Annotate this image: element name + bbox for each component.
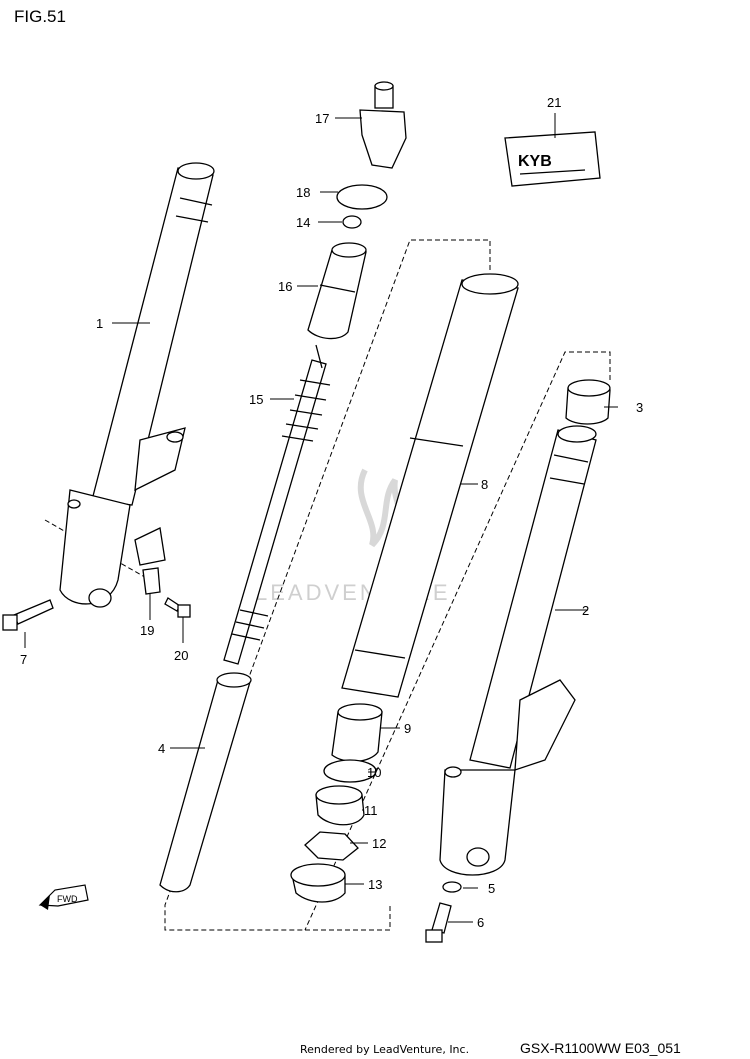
callout-20: 20 xyxy=(174,648,188,663)
footer-credit: Rendered by LeadVenture, Inc. xyxy=(300,1043,469,1056)
part-15-damper-rod[interactable] xyxy=(223,344,331,665)
part-20-bolt[interactable] xyxy=(164,597,191,618)
part-6-bolt[interactable] xyxy=(425,902,452,943)
part-9-slide-bushing[interactable] xyxy=(331,703,383,763)
callouts: 1 2 3 4 5 6 7 8 9 10 11 12 13 14 15 16 1… xyxy=(20,95,643,930)
callout-11: 11 xyxy=(364,803,378,818)
part-21-kyb-emblem[interactable]: KYB xyxy=(504,131,601,187)
callout-5: 5 xyxy=(488,881,495,896)
part-5-gasket[interactable] xyxy=(442,881,462,893)
part-17-cap-bolt[interactable] xyxy=(359,81,407,169)
part-13-dust-seal[interactable] xyxy=(290,863,346,903)
callout-4: 4 xyxy=(158,741,165,756)
callout-3: 3 xyxy=(636,400,643,415)
callout-19: 19 xyxy=(140,623,154,638)
callout-15: 15 xyxy=(249,392,263,407)
figure-label: FIG.51 xyxy=(14,7,66,26)
callout-17: 17 xyxy=(315,111,329,126)
part-8-inner-tube[interactable] xyxy=(341,273,519,698)
part-18-o-ring[interactable] xyxy=(336,184,388,210)
callout-10: 10 xyxy=(367,765,381,780)
leader-lines xyxy=(24,113,618,923)
callout-13: 13 xyxy=(368,877,382,892)
emblem-text: KYB xyxy=(518,153,552,170)
part-10-washer[interactable] xyxy=(323,759,377,783)
footer-model-code: GSX-R1100WW E03_051 xyxy=(520,1040,681,1056)
callout-2: 2 xyxy=(582,603,589,618)
callout-14: 14 xyxy=(296,215,310,230)
callout-8: 8 xyxy=(481,477,488,492)
part-7-pinch-bolt[interactable] xyxy=(2,599,54,631)
part-11-oil-seal[interactable] xyxy=(315,785,365,826)
part-2-right-fork-tube[interactable] xyxy=(439,425,597,876)
callout-21: 21 xyxy=(547,95,561,110)
part-4-spring-tube[interactable] xyxy=(159,672,252,893)
callout-1: 1 xyxy=(96,316,103,331)
callout-12: 12 xyxy=(372,836,386,851)
fwd-arrow-icon: FWD xyxy=(38,884,89,910)
part-1-left-fork-tube[interactable] xyxy=(59,162,215,608)
part-16-spacer[interactable] xyxy=(307,242,367,340)
part-19-bracket[interactable] xyxy=(142,567,161,595)
callout-16: 16 xyxy=(278,279,292,294)
callout-6: 6 xyxy=(477,915,484,930)
callout-9: 9 xyxy=(404,721,411,736)
part-14-nut[interactable] xyxy=(342,215,362,229)
callout-18: 18 xyxy=(296,185,310,200)
callout-7: 7 xyxy=(20,652,27,667)
part-3-bushing[interactable] xyxy=(565,379,611,425)
fwd-label: FWD xyxy=(57,894,78,904)
part-12-stopper-ring[interactable] xyxy=(304,831,359,861)
